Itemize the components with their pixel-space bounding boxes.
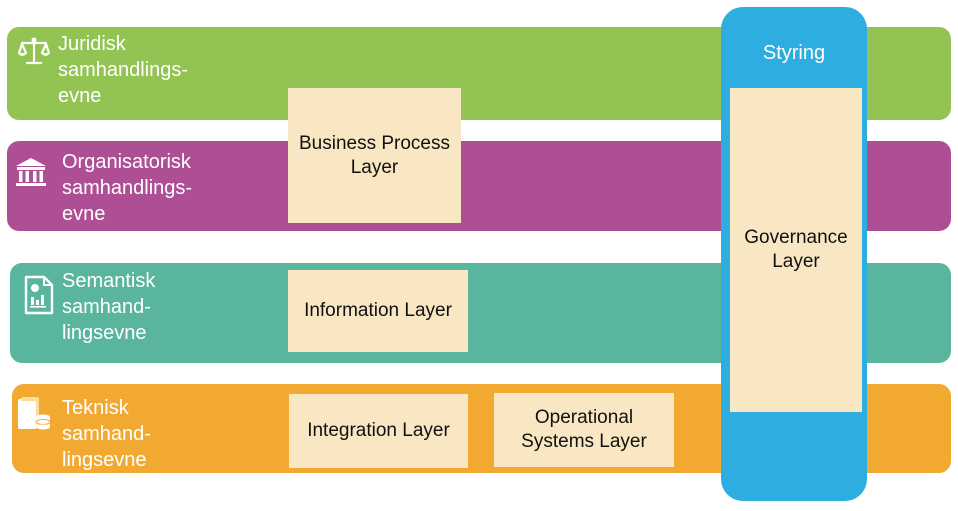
- band-label-juridisk: Juridisk samhandlings- evne: [58, 33, 189, 107]
- band-label-organisatorisk: Organisatorisk samhandlings- evne: [62, 151, 193, 225]
- document-chart-icon: [24, 275, 54, 315]
- band-label-semantisk: Semantisk samhand- lingsevne: [62, 270, 156, 344]
- business-process-layer-box: Business Process Layer: [288, 88, 461, 223]
- scales-icon: [18, 37, 50, 65]
- operational-systems-layer-box: Operational Systems Layer: [494, 393, 674, 467]
- building-icon: [16, 158, 46, 186]
- governance-title: Styring: [762, 42, 826, 64]
- server-icon: [18, 397, 51, 430]
- information-layer-box: Information Layer: [288, 270, 468, 352]
- integration-layer-box: Integration Layer: [289, 394, 468, 468]
- band-label-teknisk: Teknisk samhand- lingsevne: [62, 397, 151, 471]
- governance-layer-box: Governance Layer: [730, 88, 862, 412]
